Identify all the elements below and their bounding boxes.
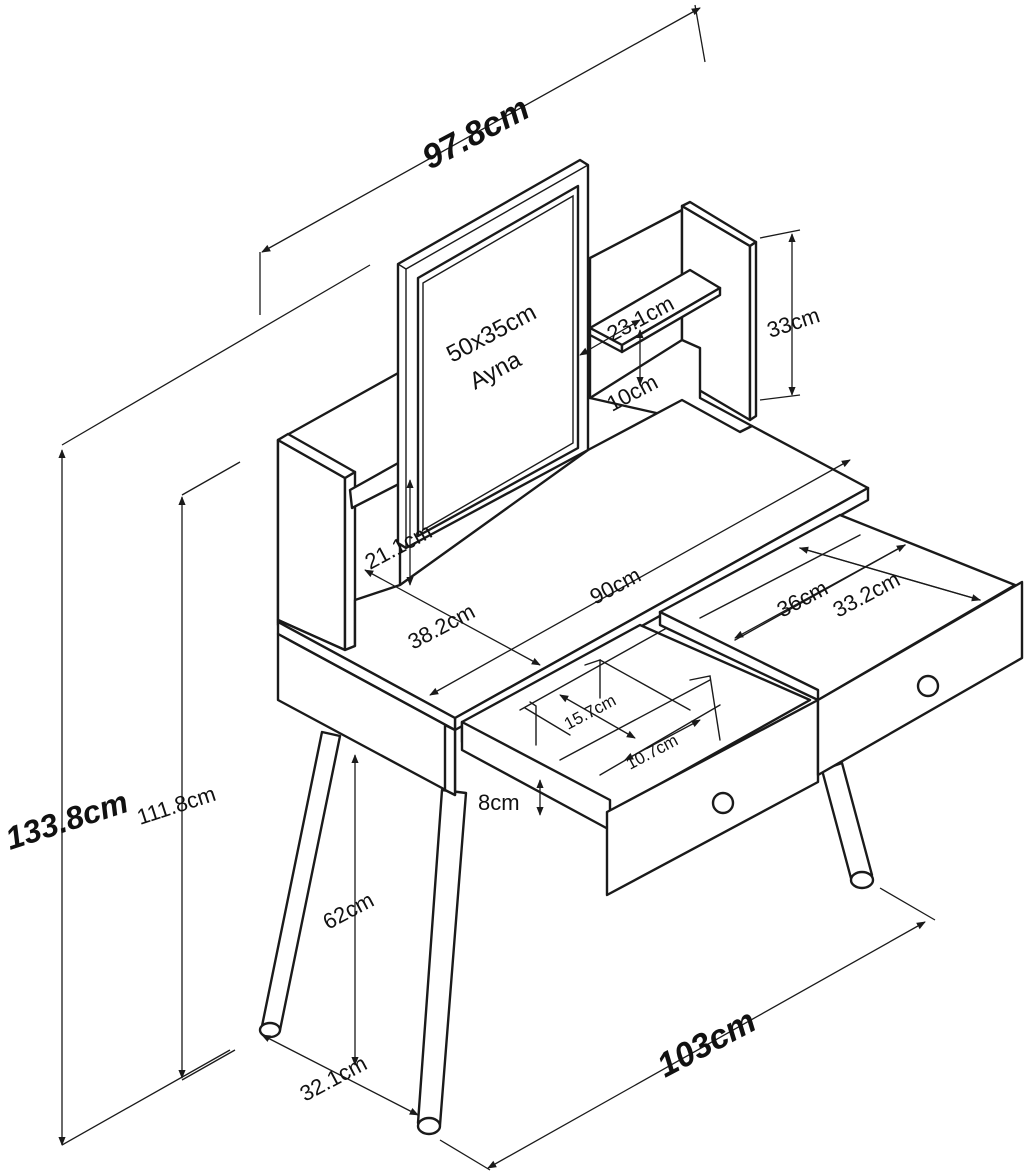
- label-hutch-height: 33cm: [764, 302, 823, 342]
- leg-front-right: [820, 761, 874, 884]
- label-height-total: 133.8cm: [1, 783, 132, 856]
- dimension-lines: [58, 4, 981, 1171]
- drawer-left-knob: [711, 791, 735, 815]
- leg-front-left-foot: [416, 1116, 442, 1136]
- leg-front-left: [416, 788, 468, 1127]
- leg-front-right-foot: [849, 870, 875, 890]
- label-width-total: 97.8cm: [416, 89, 536, 177]
- label-height-desk-top: 111.8cm: [134, 781, 219, 830]
- label-drawer-height: 8cm: [478, 790, 520, 815]
- label-leg-spread-depth: 32.1cm: [296, 1050, 371, 1106]
- label-leg-spread-width: 103cm: [651, 1002, 762, 1085]
- drawer-right-knob: [916, 674, 940, 698]
- leg-back-left: [260, 730, 342, 1032]
- left-tower: [276, 370, 438, 652]
- drawer-left-front: [605, 698, 820, 897]
- label-leg-height: 62cm: [319, 887, 378, 934]
